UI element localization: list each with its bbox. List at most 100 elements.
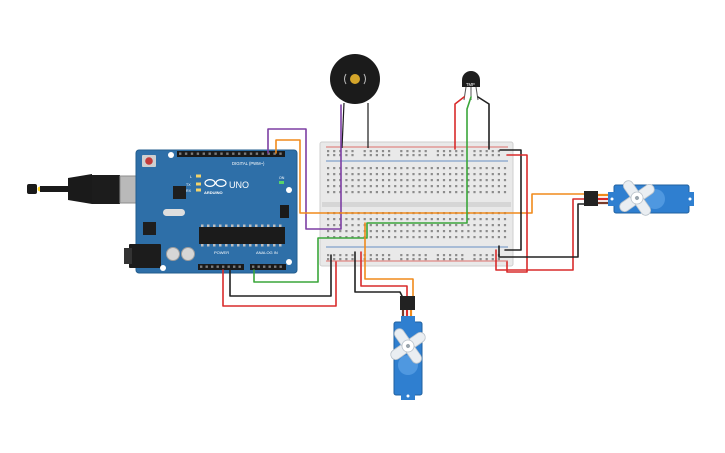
servo-icon[interactable] <box>584 170 694 226</box>
breadboard-hole <box>357 224 360 227</box>
breadboard-hole <box>455 224 458 227</box>
breadboard-hole <box>406 191 409 194</box>
digital-header-pins <box>179 152 282 155</box>
breadboard-hole <box>455 236 458 239</box>
breadboard-hole <box>339 230 342 233</box>
breadboard-hole <box>461 150 464 153</box>
chip-leg <box>201 244 204 247</box>
wire-orange-servo-bottom[interactable] <box>364 222 414 299</box>
icsp-header <box>280 205 289 218</box>
wire-red-rail-jumper[interactable] <box>506 154 528 273</box>
header-pin <box>196 152 200 155</box>
breadboard-hole <box>436 224 439 227</box>
breadboard[interactable] <box>319 141 514 267</box>
breadboard-hole <box>449 173 452 176</box>
breadboard-hole <box>436 179 439 182</box>
arduino-logo-icon <box>204 179 227 188</box>
wire-black-gnd[interactable] <box>229 254 332 297</box>
breadboard-hole <box>369 236 372 239</box>
header-pin <box>179 152 182 155</box>
breadboard-hole <box>406 173 409 176</box>
breadboard-hole <box>394 218 397 221</box>
servo-icon[interactable] <box>380 296 436 400</box>
chip-leg <box>219 244 222 247</box>
mounting-hole <box>286 187 292 193</box>
breadboard-hole <box>485 185 488 188</box>
wire-red-servo-right[interactable] <box>495 198 591 271</box>
breadboard-hole <box>430 224 433 227</box>
wire-black-rail-jumper[interactable] <box>499 149 522 251</box>
breadboard-hole <box>461 224 464 227</box>
breadboard-hole <box>442 230 446 233</box>
breadboard-hole <box>418 258 421 261</box>
tmp-lead <box>475 86 479 101</box>
breadboard-hole <box>497 173 500 176</box>
breadboard-hole <box>345 218 348 221</box>
wire-black-tmp[interactable] <box>477 96 490 150</box>
breadboard-hole <box>449 150 452 153</box>
chip-leg <box>201 224 204 227</box>
wire-red-5v[interactable] <box>222 261 337 307</box>
breadboard-hole <box>473 230 476 233</box>
breadboard-hole <box>461 191 464 194</box>
servo-right-connector <box>584 191 598 206</box>
breadboard-hole <box>479 254 482 257</box>
breadboard-hole <box>412 254 415 257</box>
analog-header <box>250 264 286 270</box>
wire-black-servo-right[interactable] <box>498 203 591 258</box>
breadboard-hole <box>424 150 427 153</box>
breadboard-hole <box>455 191 458 194</box>
arduino-uno-board[interactable]: DIGITAL (PWM~) L TX RX ARDUINO UNO ON <box>27 149 298 274</box>
breadboard-hole <box>461 167 464 170</box>
breadboard-hole <box>461 258 464 261</box>
wire-orange-servo-right[interactable] <box>275 139 591 214</box>
breadboard-hole <box>503 230 507 233</box>
wire-black-servo-bottom[interactable] <box>354 251 404 299</box>
breadboard-hole <box>473 258 476 261</box>
wire-purple[interactable] <box>267 104 342 230</box>
thermometer-icon[interactable]: TMP <box>462 71 480 101</box>
breadboard-hole <box>418 154 421 157</box>
chip-leg <box>243 224 246 227</box>
breadboard-hole <box>455 150 458 153</box>
breadboard-hole <box>418 191 421 194</box>
breadboard-hole <box>345 173 348 176</box>
wire-green-sensor[interactable] <box>253 96 472 283</box>
breadboard-hole <box>442 254 446 257</box>
power-header <box>198 264 244 270</box>
buzzer-icon[interactable] <box>330 54 380 149</box>
breadboard-hole <box>400 173 403 176</box>
breadboard-hole <box>467 185 470 188</box>
wire-red-tmp[interactable] <box>454 96 465 150</box>
breadboard-hole <box>449 258 452 261</box>
breadboard-hole <box>394 224 397 227</box>
chip-leg <box>225 244 228 247</box>
breadboard-hole <box>351 218 354 221</box>
breadboard-hole <box>503 179 507 182</box>
breadboard-hole <box>400 224 403 227</box>
breadboard-hole <box>375 167 378 170</box>
breadboard-hole <box>424 218 427 221</box>
breadboard-hole <box>424 167 427 170</box>
breadboard-hole <box>327 179 330 182</box>
breadboard-hole <box>388 150 391 153</box>
breadboard-hole <box>363 179 366 182</box>
breadboard-hole <box>381 191 385 194</box>
breadboard-hole <box>491 218 494 221</box>
breadboard-hole <box>467 224 470 227</box>
breadboard-hole <box>375 254 378 257</box>
breadboard-hole <box>400 254 403 257</box>
breadboard-hole <box>412 185 415 188</box>
crystal-oscillator <box>163 209 185 216</box>
breadboard-hole <box>491 230 494 233</box>
breadboard-hole <box>424 191 427 194</box>
breadboard-hole <box>461 185 464 188</box>
breadboard-hole <box>497 185 500 188</box>
breadboard-hole <box>400 150 403 153</box>
breadboard-hole <box>479 150 482 153</box>
breadboard-hole <box>351 254 354 257</box>
breadboard-hole <box>418 173 421 176</box>
breadboard-hole <box>449 236 452 239</box>
breadboard-hole <box>406 154 409 157</box>
wire-red-servo-bottom[interactable] <box>360 251 408 299</box>
